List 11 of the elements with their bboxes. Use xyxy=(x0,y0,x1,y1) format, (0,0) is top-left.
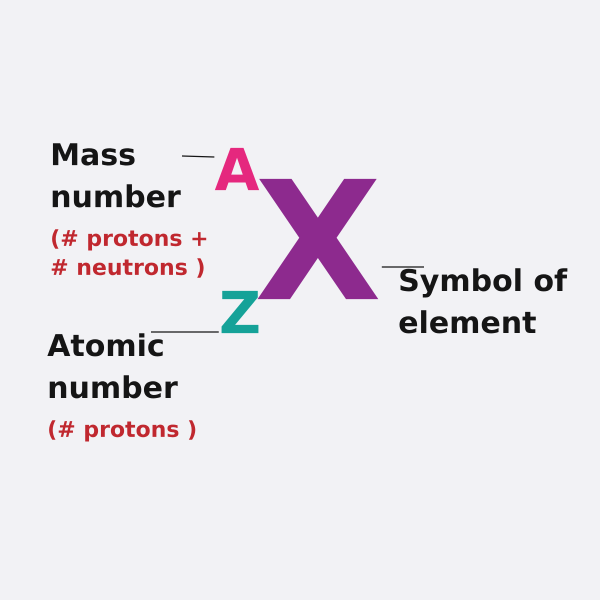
leader-line xyxy=(382,266,424,268)
leader-line xyxy=(151,331,219,333)
annotation-label: Mass number xyxy=(52,143,181,208)
superscript-letter: A xyxy=(214,148,260,190)
element-symbol: X xyxy=(258,178,378,300)
leader-line xyxy=(182,155,214,158)
annotation-label: Symbol of element xyxy=(400,268,568,334)
note-text: (# protons + # neutrons ) xyxy=(52,229,206,278)
note-text: (# protons ) xyxy=(49,420,196,442)
subscript-letter: Z xyxy=(222,290,258,334)
annotation-label: Atomic number xyxy=(47,333,178,398)
